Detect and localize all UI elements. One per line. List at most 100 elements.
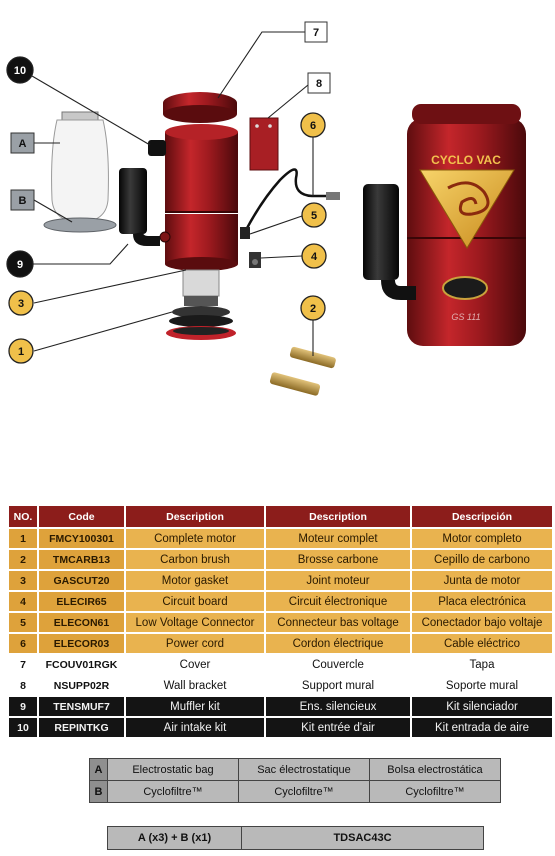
filter-letter: A [89, 758, 108, 781]
part-number: 3 [9, 570, 39, 592]
part-code: REPINTKG [38, 717, 126, 739]
callout-1: 1 [8, 338, 34, 364]
callout-b: B [10, 189, 35, 211]
part-code: FMCY100301 [38, 528, 126, 550]
part-code: ELECON61 [38, 612, 126, 634]
table-row: 2 TMCARB13 Carbon brush Brosse carbone C… [9, 549, 552, 571]
callout-a: A [10, 132, 35, 154]
parts-table: NO. Code Description Description Descrip… [9, 506, 552, 739]
part-description-fr: Circuit électronique [265, 591, 412, 613]
part-description-es: Kit entrada de aire [411, 717, 552, 739]
svg-text:10: 10 [14, 65, 26, 77]
part-description-fr: Kit entrée d'air [265, 717, 412, 739]
wall-bracket-part [249, 117, 279, 171]
muffler-part [119, 168, 160, 246]
table-row: 7 FCOUV01RGK Cover Couvercle Tapa [9, 654, 552, 676]
part-description-fr: Connecteur bas voltage [265, 612, 412, 634]
callout-7: 7 [304, 21, 328, 43]
part-code: ELECOR03 [38, 633, 126, 655]
air-intake-part [148, 140, 166, 156]
filter-description-en: Electrostatic bag [107, 758, 239, 781]
part-number: 4 [9, 591, 39, 613]
part-description-en: Motor gasket [125, 570, 266, 592]
power-cord-part [240, 168, 340, 239]
carbon-brush-part [269, 346, 336, 396]
callout-leader-lines [31, 31, 314, 356]
table-row: 3 GASCUT20 Motor gasket Joint moteur Jun… [9, 570, 552, 592]
svg-text:1: 1 [18, 346, 24, 358]
header-description-fr: Description [265, 506, 412, 529]
part-description-en: Carbon brush [125, 549, 266, 571]
part-description-es: Motor completo [411, 528, 552, 550]
part-description-en: Muffler kit [125, 696, 266, 718]
exploded-parts-diagram: CYCLO VAC GS 111 10 A B 9 [6, 21, 526, 396]
callout-3: 3 [8, 290, 34, 316]
part-description-es: Tapa [411, 654, 552, 676]
svg-text:5: 5 [311, 210, 317, 222]
part-code: FCOUV01RGK [38, 654, 126, 676]
part-code: TMCARB13 [38, 549, 126, 571]
table-row: 10 REPINTKG Air intake kit Kit entrée d'… [9, 717, 552, 739]
part-number: 9 [9, 696, 39, 718]
table-row: 4 ELECIR65 Circuit board Circuit électro… [9, 591, 552, 613]
part-number: 10 [9, 717, 39, 739]
part-description-en: Wall bracket [125, 675, 266, 697]
svg-text:8: 8 [316, 78, 322, 90]
svg-text:3: 3 [18, 298, 24, 310]
parts-table-header: NO. Code Description Description Descrip… [9, 506, 552, 529]
part-number: 7 [9, 654, 39, 676]
part-description-fr: Joint moteur [265, 570, 412, 592]
part-number: 8 [9, 675, 39, 697]
motor-assembly-part [166, 269, 236, 340]
cyclofiltre-disc-part [43, 217, 117, 233]
part-description-en: Cover [125, 654, 266, 676]
svg-text:2: 2 [310, 303, 316, 315]
header-description-es: Descripción [411, 506, 552, 529]
part-description-es: Junta de motor [411, 570, 552, 592]
product-photo: CYCLO VAC GS 111 [363, 104, 526, 346]
cover-part [163, 92, 237, 123]
svg-text:6: 6 [310, 120, 316, 132]
part-description-fr: Ens. silencieux [265, 696, 412, 718]
header-description-en: Description [125, 506, 266, 529]
part-number: 6 [9, 633, 39, 655]
table-row: 1 FMCY100301 Complete motor Moteur compl… [9, 528, 552, 550]
part-description-fr: Moteur complet [265, 528, 412, 550]
part-description-es: Cable eléctrico [411, 633, 552, 655]
callout-2: 2 [300, 295, 326, 321]
part-description-en: Complete motor [125, 528, 266, 550]
kit-code: TDSAC43C [241, 826, 484, 850]
part-description-fr: Couvercle [265, 654, 412, 676]
table-row: 6 ELECOR03 Power cord Cordon électrique … [9, 633, 552, 655]
part-description-fr: Brosse carbone [265, 549, 412, 571]
part-number: 1 [9, 528, 39, 550]
filter-description-es: Bolsa electrostática [369, 758, 501, 781]
part-description-es: Kit silenciador [411, 696, 552, 718]
part-description-es: Placa electrónica [411, 591, 552, 613]
part-description-en: Low Voltage Connector [125, 612, 266, 634]
svg-text:B: B [19, 195, 27, 207]
part-description-en: Circuit board [125, 591, 266, 613]
svg-text:4: 4 [311, 251, 318, 263]
kit-combination: A (x3) + B (x1) [107, 826, 242, 850]
table-row: A Electrostatic bag Sac électrostatique … [89, 758, 501, 781]
svg-text:9: 9 [17, 259, 23, 271]
callout-10: 10 [6, 56, 34, 84]
part-code: GASCUT20 [38, 570, 126, 592]
header-code: Code [38, 506, 126, 529]
part-number: 5 [9, 612, 39, 634]
callout-5: 5 [301, 202, 327, 228]
part-code: ELECIR65 [38, 591, 126, 613]
filter-letter: B [89, 780, 108, 803]
table-row: 5 ELECON61 Low Voltage Connector Connect… [9, 612, 552, 634]
part-description-en: Air intake kit [125, 717, 266, 739]
filter-table: A Electrostatic bag Sac électrostatique … [89, 758, 501, 803]
part-code: NSUPP02R [38, 675, 126, 697]
electrostatic-bag-part [51, 111, 109, 223]
vacuum-canister-part [159, 124, 238, 271]
circuit-board-part [249, 252, 261, 268]
callout-6: 6 [300, 112, 326, 138]
part-description-es: Cepillo de carbono [411, 549, 552, 571]
table-row: B Cyclofiltre™ Cyclofiltre™ Cyclofiltre™ [89, 780, 501, 803]
svg-text:A: A [19, 138, 27, 150]
